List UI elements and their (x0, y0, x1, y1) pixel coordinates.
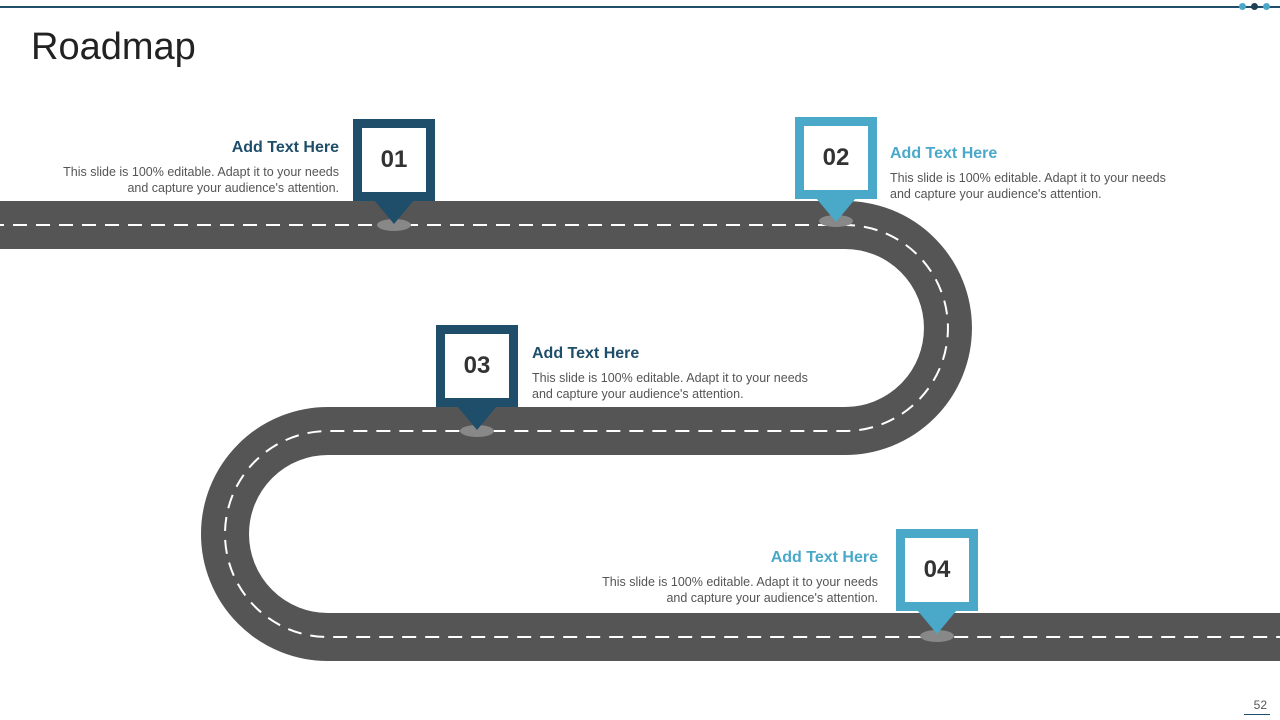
milestone-heading: Add Text Here (231, 139, 339, 156)
milestone-number: 03 (445, 334, 509, 398)
milestone-number: 04 (905, 538, 969, 602)
milestone-number: 02 (804, 126, 868, 190)
page-title: Roadmap (31, 26, 196, 68)
pin-pointer-icon (374, 200, 414, 224)
pin-pointer-icon (457, 406, 497, 430)
milestone-body: This slide is 100% editable. Adapt it to… (63, 165, 339, 195)
milestone-number: 01 (362, 128, 426, 192)
decorative-dots-icon (1239, 3, 1270, 10)
milestone-caption-01: Add Text Here This slide is 100% editabl… (39, 139, 339, 196)
page-number: 52 (1253, 698, 1267, 712)
milestone-caption-04: Add Text Here This slide is 100% editabl… (578, 549, 878, 606)
pin-pointer-icon (816, 198, 856, 222)
milestone-body: This slide is 100% editable. Adapt it to… (532, 371, 808, 401)
milestone-body: This slide is 100% editable. Adapt it to… (602, 575, 878, 605)
pin-pointer-icon (917, 610, 957, 634)
milestone-marker-02: 02 (795, 117, 877, 222)
page-number-underline (1244, 714, 1270, 715)
milestone-body: This slide is 100% editable. Adapt it to… (890, 171, 1166, 201)
milestone-marker-01: 01 (353, 119, 435, 224)
milestone-caption-02: Add Text Here This slide is 100% editabl… (890, 145, 1190, 202)
top-rule (0, 6, 1280, 8)
milestone-caption-03: Add Text Here This slide is 100% editabl… (532, 345, 832, 402)
milestone-marker-04: 04 (896, 529, 978, 634)
milestone-heading: Add Text Here (770, 549, 878, 566)
milestone-marker-03: 03 (436, 325, 518, 430)
milestone-heading: Add Text Here (890, 145, 998, 162)
lane-marking (0, 224, 1280, 638)
milestone-heading: Add Text Here (532, 345, 640, 362)
